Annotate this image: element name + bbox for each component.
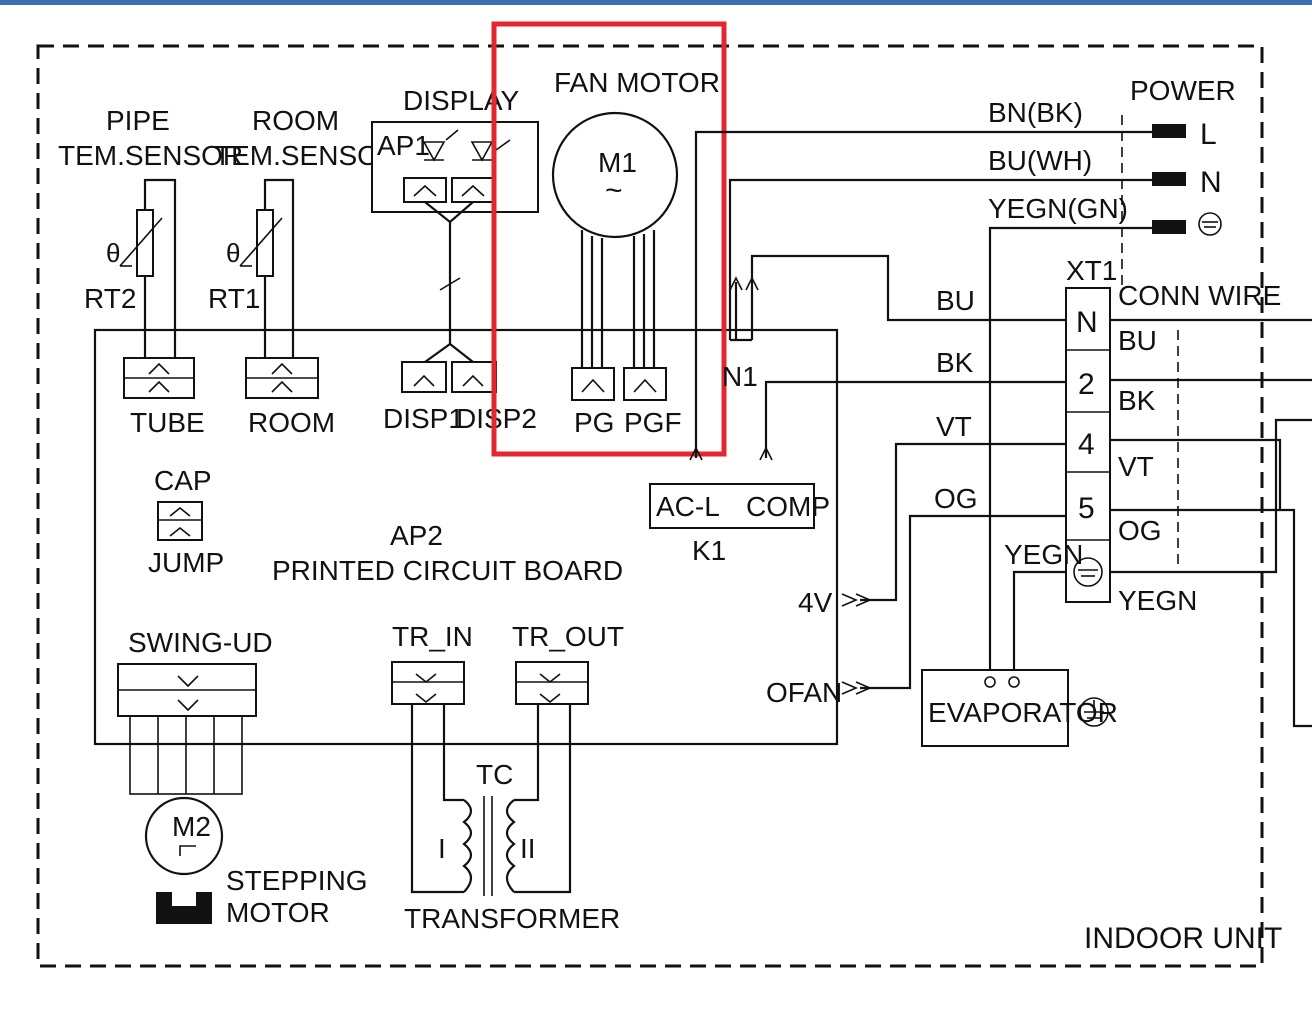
pipe-sensor-rt2 xyxy=(119,178,177,360)
yegn-gn-label: YEGN(GN) xyxy=(988,193,1128,224)
terminal-4: 4 xyxy=(1078,428,1095,461)
display-board xyxy=(371,121,539,393)
xt1-wires xyxy=(689,380,1066,690)
room-connector xyxy=(245,330,319,399)
indoor-unit-label: INDOOR UNIT xyxy=(1084,922,1282,955)
conn-wire-label: CONN WIRE xyxy=(1118,280,1281,311)
jump-label: JUMP xyxy=(148,547,224,578)
yegn-right-label: YEGN xyxy=(1118,585,1197,616)
rt1-label: RT1 xyxy=(208,283,260,314)
room-theta-label: θ xyxy=(226,238,240,268)
power-n-label: N xyxy=(1200,166,1222,199)
power-label: POWER xyxy=(1130,75,1236,106)
ofan-arrows xyxy=(841,681,873,695)
bu-right-label: BU xyxy=(1118,325,1157,356)
pcb-label: PRINTED CIRCUIT BOARD xyxy=(272,555,623,586)
terminal-n: N xyxy=(1076,306,1098,339)
vt-right-label: VT xyxy=(1118,451,1154,482)
ofan-label: OFAN xyxy=(766,677,842,708)
relay-k1 xyxy=(649,483,815,529)
tube-connector xyxy=(123,330,195,399)
stepping-motor-m2 xyxy=(144,796,224,924)
terminal-block-xt1 xyxy=(1065,287,1312,728)
n1-connector xyxy=(729,254,1066,342)
ap1-label: AP1 xyxy=(377,130,430,161)
swing-ud-label: SWING-UD xyxy=(128,627,273,658)
pipe-theta-label: θ xyxy=(106,238,120,268)
coil-2-label: II xyxy=(520,833,536,864)
yegn-left-label: YEGN xyxy=(1004,539,1083,570)
tr-out-connector xyxy=(515,661,589,705)
tube-label: TUBE xyxy=(130,407,205,438)
acl-label: AC-L xyxy=(656,491,720,522)
bn-bk-label: BN(BK) xyxy=(988,97,1083,128)
og-right-label: OG xyxy=(1118,515,1162,546)
transformer-tc xyxy=(410,704,572,896)
evaporator-box xyxy=(921,669,1109,747)
fourv-label: 4V xyxy=(798,587,833,618)
tr-out-label: TR_OUT xyxy=(512,621,624,652)
room-tem-sensor-label: TEM.SENSOR xyxy=(214,140,399,171)
pipe-tem-sensor-label: TEM.SENSOR xyxy=(58,140,243,171)
bu-left-label: BU xyxy=(936,285,975,316)
display-label: DISPLAY xyxy=(403,85,520,116)
transformer-label: TRANSFORMER xyxy=(404,903,620,934)
power-wires xyxy=(694,115,1222,672)
bk-right-label: BK xyxy=(1118,385,1156,416)
m1-label: M1 xyxy=(598,147,637,178)
pcb-outline xyxy=(93,328,839,746)
og-left-label: OG xyxy=(934,483,978,514)
fan-motor-m1 xyxy=(551,111,679,401)
k1-label: K1 xyxy=(692,535,726,566)
evaporator-label: EVAPORATOR xyxy=(928,697,1118,728)
stepping-label: STEPPING xyxy=(226,865,368,896)
power-l-label: L xyxy=(1200,118,1217,151)
m1-ac-symbol: ~ xyxy=(605,174,623,207)
room-connector-label: ROOM xyxy=(248,407,335,438)
bk-left-label: BK xyxy=(936,347,974,378)
swing-ud-connector xyxy=(117,663,257,795)
terminal-5: 5 xyxy=(1078,492,1095,525)
fan-motor-highlight-box xyxy=(491,21,727,457)
comp-label: COMP xyxy=(746,491,830,522)
fan-motor-label: FAN MOTOR xyxy=(554,67,720,98)
pipe-label: PIPE xyxy=(106,105,170,136)
cap-jumper xyxy=(157,501,203,541)
pg-label: PG xyxy=(574,407,614,438)
top-window-bar xyxy=(0,0,1312,5)
bu-wh-label: BU(WH) xyxy=(988,145,1092,176)
m2-label: M2 xyxy=(172,811,211,842)
cap-label: CAP xyxy=(154,465,212,496)
xt1-label: XT1 xyxy=(1066,255,1117,286)
pgf-label: PGF xyxy=(624,407,682,438)
room-sensor-rt1 xyxy=(239,178,295,360)
indoor-unit-outline xyxy=(36,44,1264,968)
tc-label: TC xyxy=(476,759,513,790)
disp1-label: DISP1 xyxy=(383,403,464,434)
n1-label: N1 xyxy=(722,361,758,392)
motor-label: MOTOR xyxy=(226,897,330,928)
tr-in-connector xyxy=(391,661,465,705)
room-label: ROOM xyxy=(252,105,339,136)
vt-left-label: VT xyxy=(936,411,972,442)
rt2-label: RT2 xyxy=(84,283,136,314)
fourv-arrows xyxy=(841,593,873,607)
terminal-2: 2 xyxy=(1078,368,1095,401)
tr-in-label: TR_IN xyxy=(392,621,473,652)
coil-1-label: I xyxy=(438,833,446,864)
ap2-label: AP2 xyxy=(390,520,443,551)
